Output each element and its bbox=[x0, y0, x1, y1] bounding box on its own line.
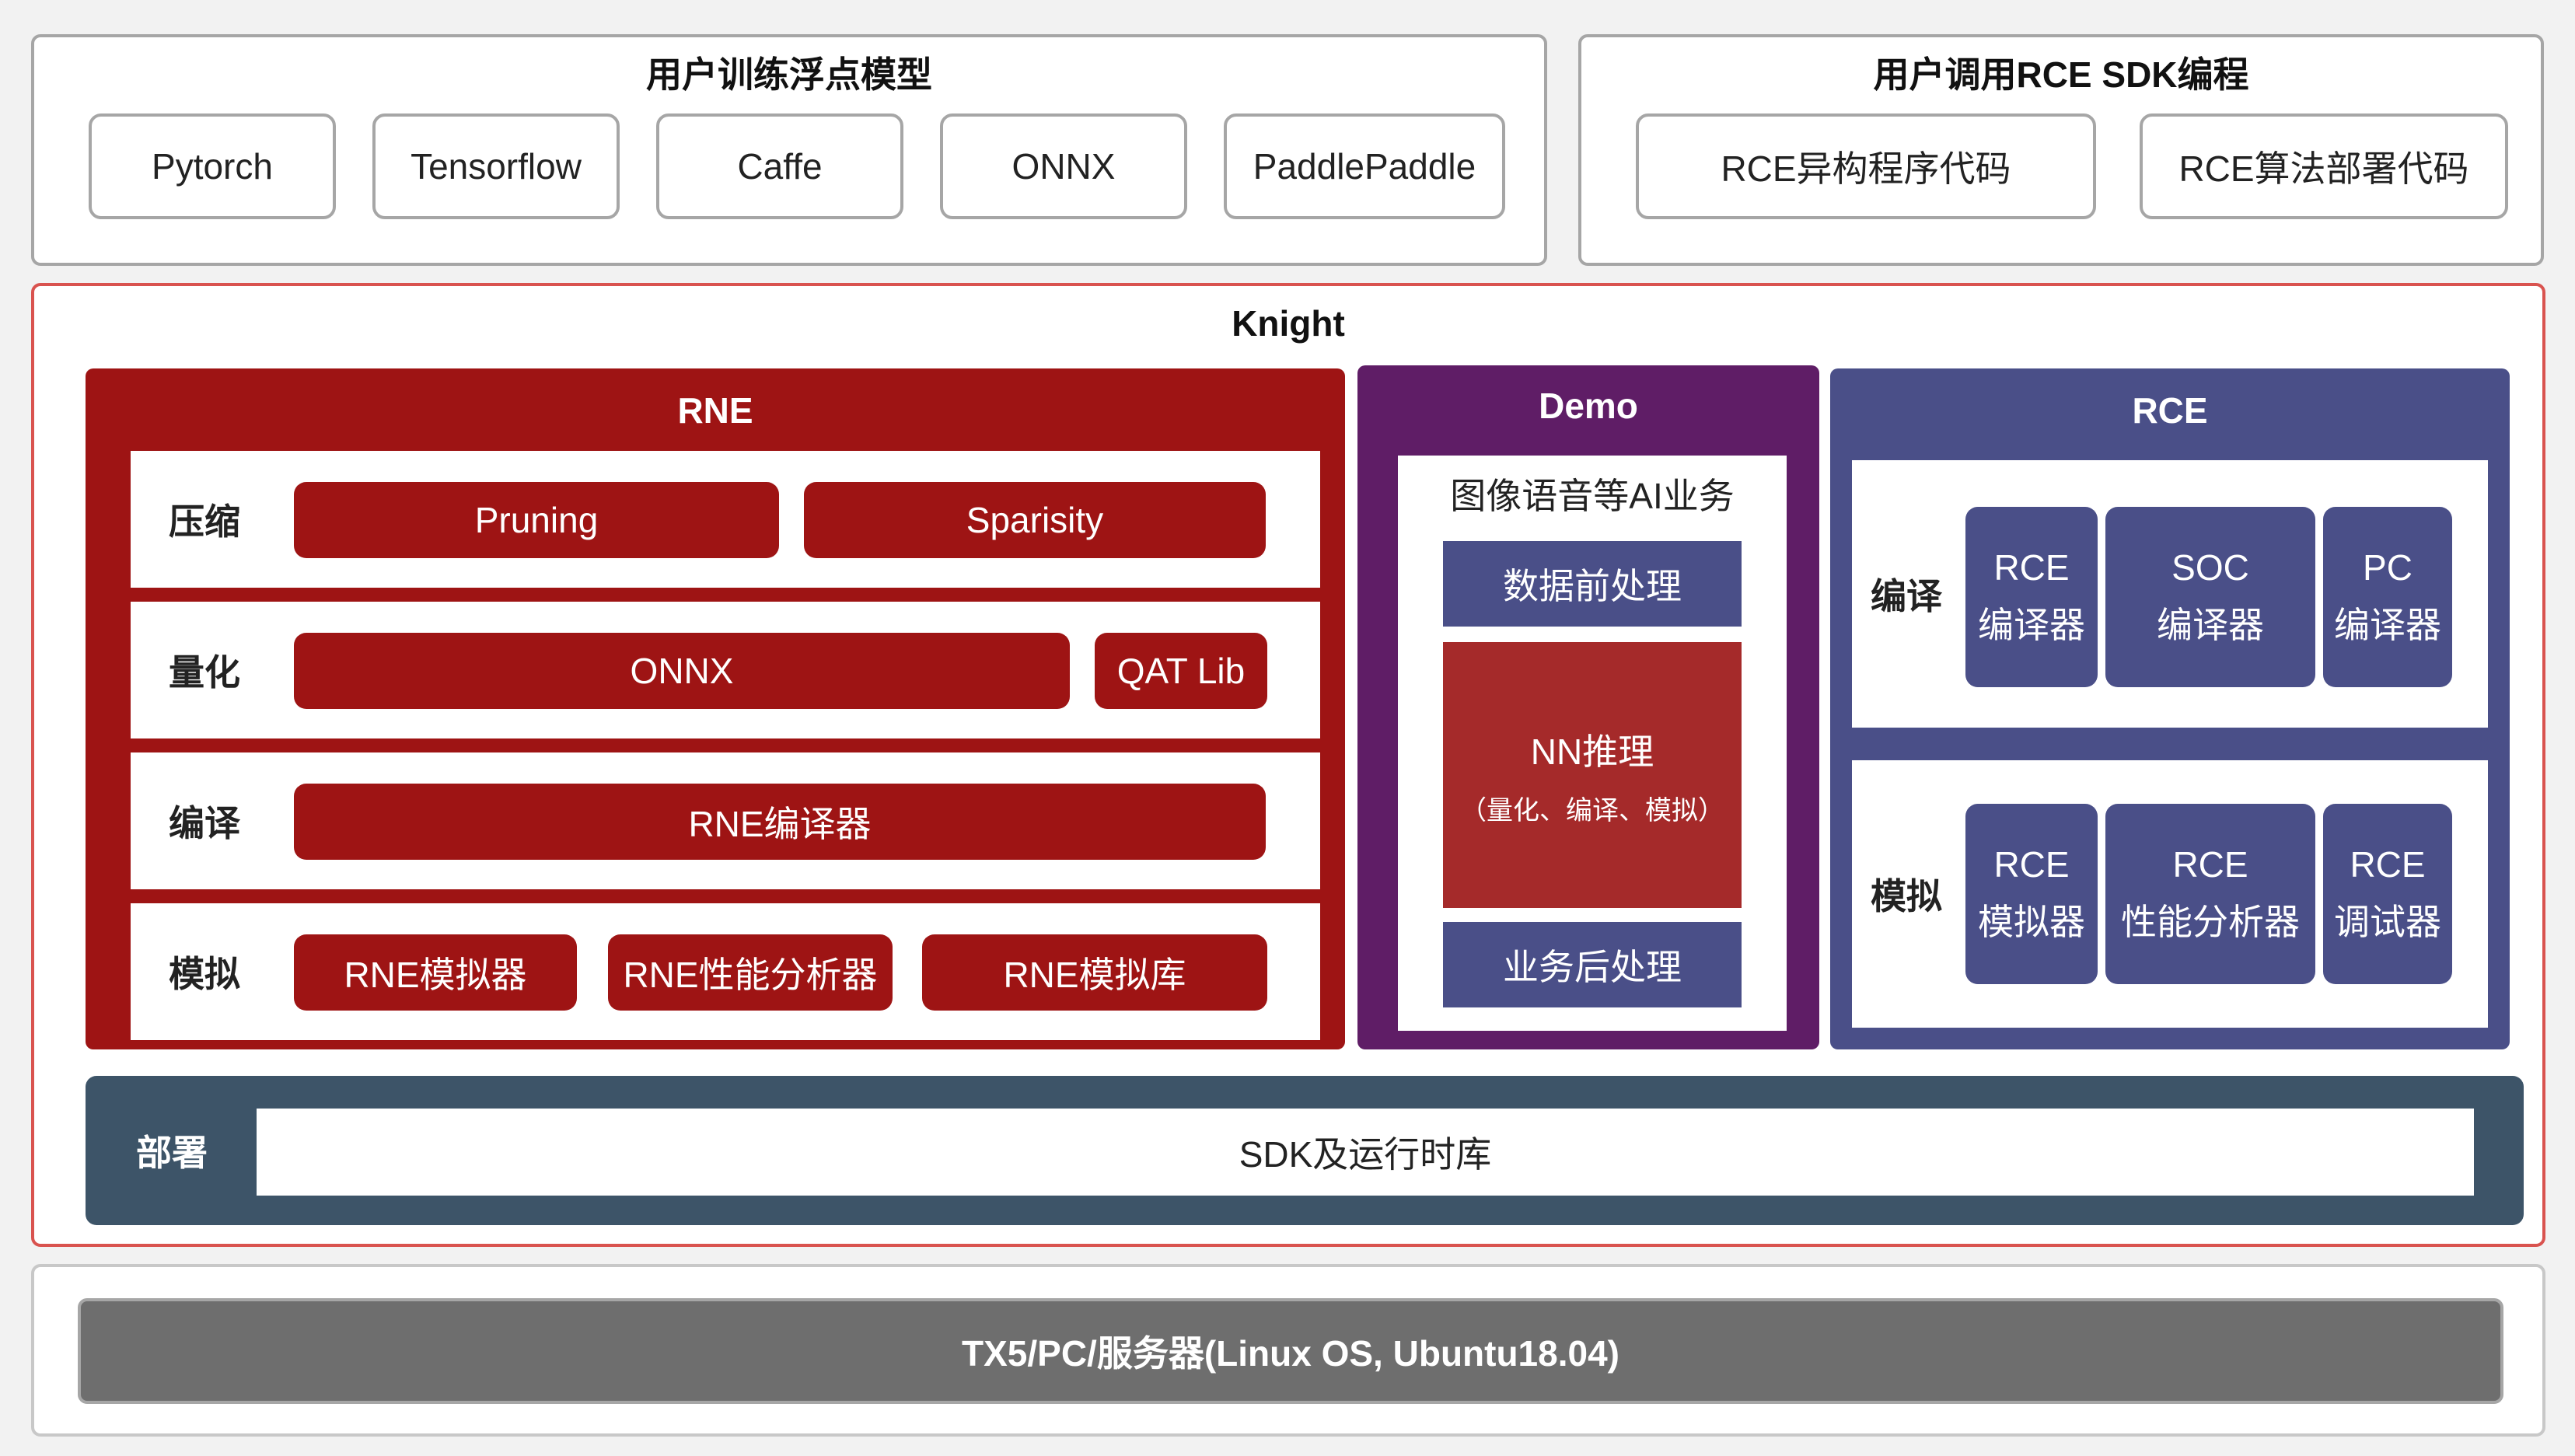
framework-tensorflow: Tensorflow bbox=[372, 113, 620, 219]
rce-perf-analyzer-line1: RCE bbox=[2172, 844, 2248, 885]
rce-compiler-line1: RCE bbox=[1993, 547, 2070, 588]
demo-title: Demo bbox=[1539, 386, 1638, 426]
user-models-panel: 用户训练浮点模型 Pytorch Tensorflow Caffe ONNX P… bbox=[31, 34, 1547, 266]
rne-compile-label: 编译 bbox=[169, 803, 240, 843]
rne-perf-analyzer: RNE性能分析器 bbox=[608, 934, 893, 1011]
deploy-panel: 部署 SDK及运行时库 bbox=[86, 1076, 2524, 1225]
rce-panel: RCE 编译 RCE 编译器 SOC 编译器 PC 编译器 模拟 RCE 模拟器… bbox=[1830, 368, 2510, 1049]
rne-quant-label: 量化 bbox=[169, 652, 240, 693]
rne-row-compress: 压缩 Pruning Sparisity bbox=[131, 451, 1320, 588]
rce-simulator: RCE 模拟器 bbox=[1965, 804, 2098, 984]
rce-title: RCE bbox=[2132, 390, 2208, 431]
rce-simulate-label: 模拟 bbox=[1871, 876, 1942, 917]
rne-sim-lib: RNE模拟库 bbox=[922, 934, 1267, 1011]
demo-inner: 图像语音等AI业务 数据前处理 NN推理 （量化、编译、模拟） 业务后处理 bbox=[1398, 456, 1787, 1031]
demo-panel: Demo 图像语音等AI业务 数据前处理 NN推理 （量化、编译、模拟） 业务后… bbox=[1357, 365, 1819, 1049]
rce-simulator-line2: 模拟器 bbox=[1978, 902, 2085, 942]
deploy-label: 部署 bbox=[136, 1133, 208, 1173]
deploy-sdk-runtime: SDK及运行时库 bbox=[257, 1109, 2474, 1196]
rce-simulate-group: 模拟 RCE 模拟器 RCE 性能分析器 RCE 调试器 bbox=[1852, 760, 2488, 1028]
rne-title: RNE bbox=[677, 390, 753, 431]
rce-hetero-code: RCE异构程序代码 bbox=[1636, 113, 2096, 219]
rce-debugger-line2: 调试器 bbox=[2334, 902, 2441, 942]
framework-paddlepaddle: PaddlePaddle bbox=[1224, 113, 1505, 219]
rce-compiler-line2: 编译器 bbox=[1978, 605, 2085, 645]
demo-nn-title: NN推理 bbox=[1530, 731, 1654, 772]
framework-pytorch: Pytorch bbox=[89, 113, 336, 219]
platform-bar: TX5/PC/服务器(Linux OS, Ubuntu18.04) bbox=[78, 1298, 2503, 1404]
soc-compiler-line1: SOC bbox=[2171, 547, 2249, 588]
rne-simulate-label: 模拟 bbox=[169, 954, 240, 994]
demo-nn-inference: NN推理 （量化、编译、模拟） bbox=[1443, 642, 1742, 908]
rce-simulator-line1: RCE bbox=[1993, 844, 2070, 885]
rce-perf-analyzer-line2: 性能分析器 bbox=[2121, 902, 2300, 942]
soc-compiler: SOC 编译器 bbox=[2105, 507, 2315, 687]
rne-row-simulate: 模拟 RNE模拟器 RNE性能分析器 RNE模拟库 bbox=[131, 903, 1320, 1040]
pc-compiler-line2: 编译器 bbox=[2334, 605, 2441, 645]
platform-panel: TX5/PC/服务器(Linux OS, Ubuntu18.04) bbox=[31, 1264, 2545, 1437]
demo-preprocess: 数据前处理 bbox=[1443, 541, 1742, 627]
rce-compile-group: 编译 RCE 编译器 SOC 编译器 PC 编译器 bbox=[1852, 460, 2488, 728]
user-models-title: 用户训练浮点模型 bbox=[646, 54, 932, 95]
rce-debugger: RCE 调试器 bbox=[2323, 804, 2452, 984]
demo-postprocess: 业务后处理 bbox=[1443, 922, 1742, 1007]
rne-simulator: RNE模拟器 bbox=[294, 934, 577, 1011]
soc-compiler-line2: 编译器 bbox=[2157, 605, 2264, 645]
demo-subtitle: 图像语音等AI业务 bbox=[1450, 476, 1735, 516]
pc-compiler: PC 编译器 bbox=[2323, 507, 2452, 687]
demo-nn-subtitle: （量化、编译、模拟） bbox=[1460, 795, 1724, 826]
rne-panel: RNE 压缩 Pruning Sparisity 量化 ONNX QAT Lib… bbox=[86, 368, 1345, 1049]
rne-pruning: Pruning bbox=[294, 482, 779, 558]
user-rce-title: 用户调用RCE SDK编程 bbox=[1873, 54, 2249, 95]
rce-debugger-line1: RCE bbox=[2350, 844, 2426, 885]
rce-deploy-code: RCE算法部署代码 bbox=[2140, 113, 2508, 219]
rne-row-quant: 量化 ONNX QAT Lib bbox=[131, 602, 1320, 738]
rne-compiler: RNE编译器 bbox=[294, 784, 1266, 860]
user-rce-panel: 用户调用RCE SDK编程 RCE异构程序代码 RCE算法部署代码 bbox=[1578, 34, 2544, 266]
rne-onnx: ONNX bbox=[294, 633, 1070, 709]
rce-perf-analyzer: RCE 性能分析器 bbox=[2105, 804, 2315, 984]
pc-compiler-line1: PC bbox=[2363, 547, 2413, 588]
framework-onnx: ONNX bbox=[940, 113, 1187, 219]
framework-caffe: Caffe bbox=[656, 113, 903, 219]
rce-compile-label: 编译 bbox=[1871, 576, 1942, 616]
rne-sparsity: Sparisity bbox=[804, 482, 1266, 558]
rce-compiler: RCE 编译器 bbox=[1965, 507, 2098, 687]
knight-title: Knight bbox=[1232, 303, 1345, 344]
rne-qat-lib: QAT Lib bbox=[1095, 633, 1267, 709]
rne-compress-label: 压缩 bbox=[169, 501, 240, 542]
rne-row-compile: 编译 RNE编译器 bbox=[131, 752, 1320, 889]
